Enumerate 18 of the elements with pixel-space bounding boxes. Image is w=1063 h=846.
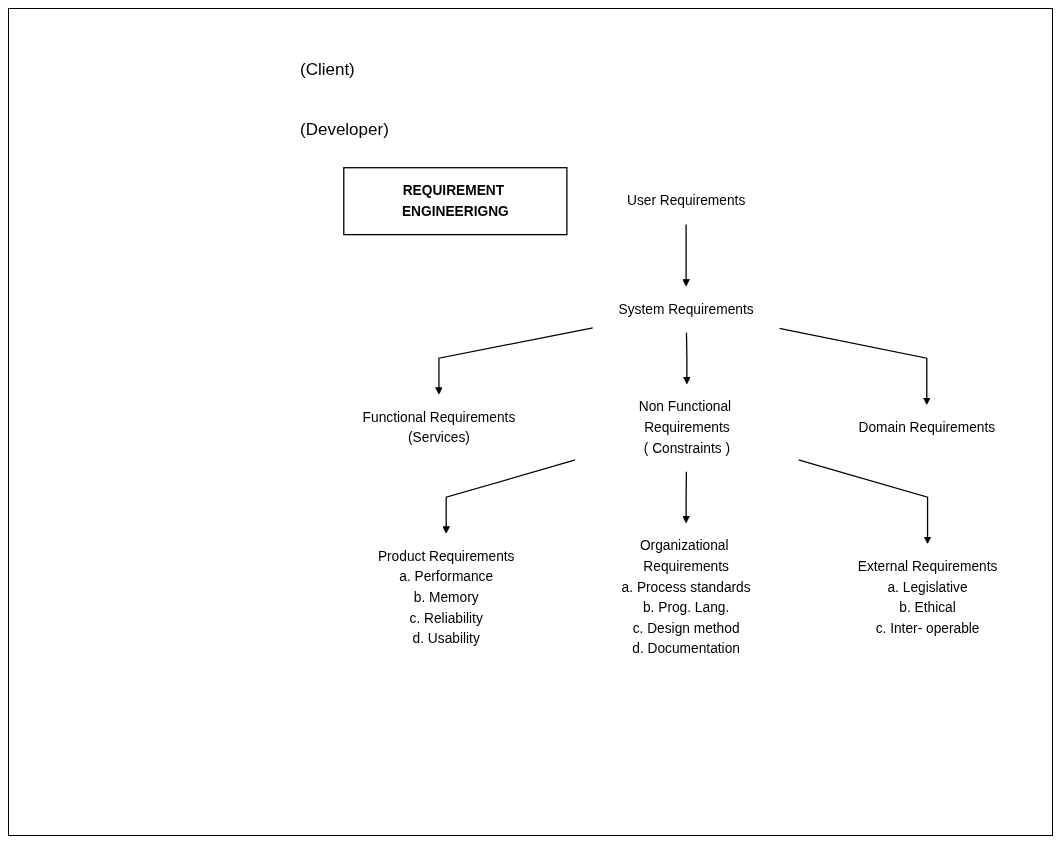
arrow [682,470,690,524]
node-text: Organizational Requirements a. Process standards b. Prog. Lang. c. Design method d. Documentation [621,538,751,656]
role-note: (Client) [300,60,356,80]
node-text: Domain Requirements [858,420,996,435]
node-text: Non Functional Requirements ( Constraints ) [638,399,732,456]
arrow [442,459,576,534]
node-box: REQUIREMENT ENGINEERIGNG [343,167,568,236]
node-text: Functional Requirements (Services) [362,409,516,445]
role-note: (Developer) [300,120,389,140]
node-text: System Requirements [618,301,754,317]
arrow [435,327,594,395]
node-text: User Requirements [626,193,746,209]
node-text: Product Requirements a. Performance b. Memory c. Reliability d. Usability [377,548,515,646]
arrow [778,327,931,405]
arrow [683,331,691,385]
arrow [682,223,690,287]
node-text: External Requirements a. Legislative b. Ethical c. Inter- operable [857,559,998,636]
arrow [797,459,932,544]
